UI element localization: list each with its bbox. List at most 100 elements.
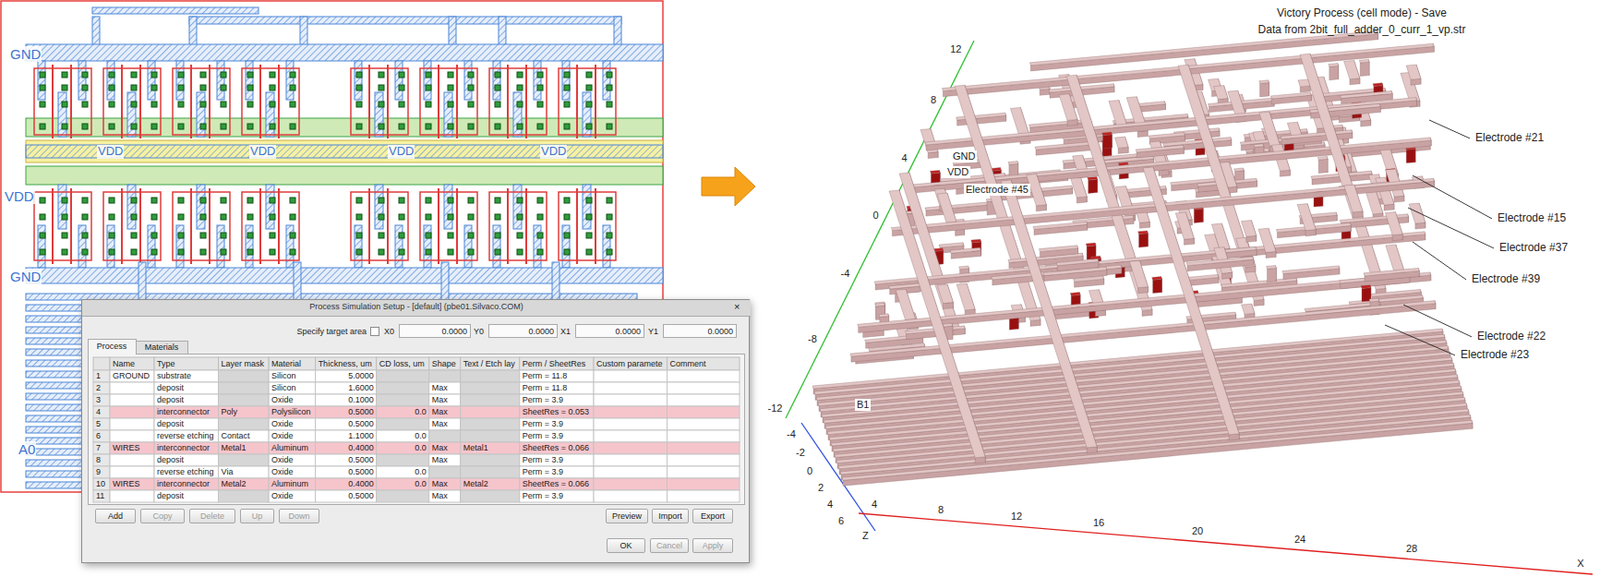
table-cell-bg [315,442,377,455]
contact [537,197,543,204]
contact [398,197,405,204]
electrode-face [1297,204,1316,231]
contact [468,214,474,220]
metal-wire [25,44,663,61]
title-rule [82,315,751,317]
table-cell-bg [268,406,316,419]
table-cell-bg [667,370,740,383]
axis-label: B1 [854,398,871,411]
electrode-face [1135,144,1184,153]
axis-label: -4 [839,267,853,280]
table-cell-bg [593,430,668,443]
electrode-face [842,422,1473,486]
table-cell-bg [315,406,377,419]
axis-label: 4 [869,498,879,511]
contact [151,101,157,108]
table-cell: 11 [96,491,105,501]
metal-wire [107,60,115,100]
table-cell: Perm = 3.9 [522,455,564,465]
table-cell-bg [519,466,594,479]
table-cell: Metal1 [221,443,247,453]
electrode-face [1030,319,1041,326]
contact [517,249,523,255]
table-cell-bg [593,454,668,467]
poly-line [208,64,211,139]
contact [131,214,137,220]
electrode-face [875,234,1426,290]
dialog-button: Delete [189,508,236,524]
contact [468,197,474,204]
table-cell: Poly [221,407,239,417]
contact [247,72,253,78]
contact [425,101,432,108]
table-cell: substrate [156,371,192,381]
contact [606,72,613,78]
table-cell: Perm = 3.9 [522,395,564,405]
poly-gate [172,68,230,135]
poly-line [368,188,371,265]
table-cell: Comment [670,359,707,369]
table-cell-bg [315,466,377,479]
axis-label: 12 [948,43,963,56]
contact [178,123,184,130]
poly-line [190,64,193,139]
axis-label: Electrode #45 [963,183,1031,196]
electrode-face [1033,221,1088,229]
electrode-face [1360,285,1372,289]
table-cell: 0.0 [414,443,427,453]
contact [606,214,613,220]
contact [131,84,137,91]
contact [586,72,592,78]
electrode-face [842,420,1473,481]
table-cell-bg [667,382,740,395]
diffusion-band [25,166,663,185]
electrode-face [1329,65,1339,80]
table-cell: Max [432,479,448,489]
poly-gate [34,68,92,135]
net-label: VDD [387,144,415,159]
contact [564,232,570,239]
axis-label: Z [860,529,871,542]
poly-gate [172,192,230,261]
table-cell-bg [519,454,594,467]
table-cell-bg [218,370,270,383]
dialog-label: Y1 [648,326,659,337]
contact [378,232,385,239]
axis-label: 6 [836,515,846,528]
electrode-face [1318,158,1328,173]
table-cell: 5 [96,419,101,429]
table-cell-bg [519,478,594,491]
table-cell-bg [218,490,270,503]
electrode-face [1265,252,1276,259]
table-cell-bg [460,418,520,431]
leader-line [1403,304,1472,337]
cell-boundary [0,0,663,493]
contact [378,84,385,91]
table-header [218,357,270,371]
electrode-face [1360,120,1372,127]
table-cell-bg [460,382,520,395]
contact [220,123,227,130]
electrode-face [954,84,1041,321]
metal-wire [265,184,275,229]
contact [586,197,592,204]
electrode-face [1091,255,1102,260]
leader-line [1412,175,1492,219]
net-label: VDD [96,144,124,159]
table-cell-bg [218,478,270,491]
table-cell-bg [593,466,668,479]
electrode-face [1043,266,1107,276]
contact [108,197,115,204]
electrode-face [840,414,1471,475]
contact [220,249,227,255]
contact [151,123,157,130]
tab-panel [88,354,746,506]
poly-line [139,188,142,265]
table-cell: CD loss, um [379,359,425,369]
table-cell: deposit [156,395,184,405]
dialog-window: Process Simulation Setup - [default] (pb… [81,299,750,564]
contact [247,84,253,91]
poly-gate [350,192,409,261]
contact [108,84,115,91]
table-cell-bg [460,394,520,407]
